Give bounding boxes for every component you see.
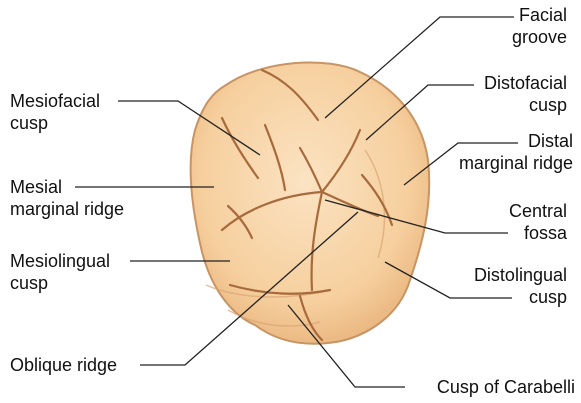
label-distolingual-cusp: Distolingual cusp: [474, 264, 567, 308]
label-mesial-marginal-ridge: Mesial marginal ridge: [10, 176, 124, 220]
label-cusp-of-carabelli: Cusp of Carabelli: [437, 376, 575, 398]
label-distofacial-cusp: Distofacial cusp: [484, 72, 567, 116]
label-oblique-ridge: Oblique ridge: [10, 354, 117, 376]
label-facial-groove: Facial groove: [512, 4, 567, 48]
label-central-fossa: Central fossa: [509, 200, 567, 244]
label-distal-marginal-ridge: Distal marginal ridge: [459, 130, 573, 174]
crown-outline: [191, 62, 430, 343]
label-mesiolingual-cusp: Mesiolingual cusp: [10, 250, 110, 294]
label-mesiofacial-cusp: Mesiofacial cusp: [10, 90, 100, 134]
